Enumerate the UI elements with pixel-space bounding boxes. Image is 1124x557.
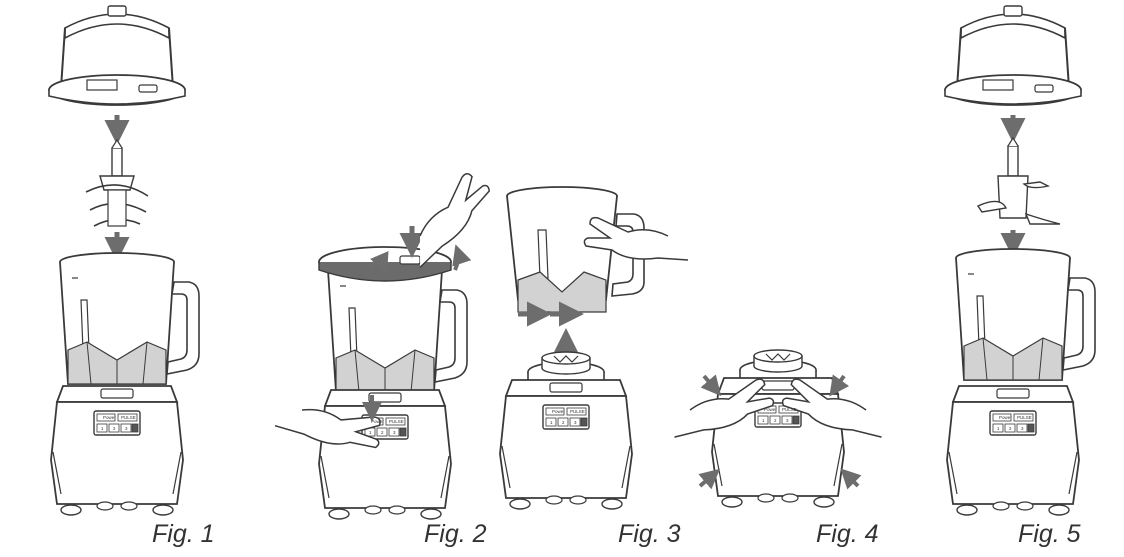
btn1-fig5: 1 [997,426,1000,431]
stacked-blade-assembly [85,138,149,227]
figure-label-1: Fig. 1 [152,520,215,548]
btn1-fig4: 1 [762,418,765,423]
btn3-fig2: 3 [393,430,396,435]
btn2-fig3: 2 [562,420,565,425]
btn1-fig2: 1 [369,430,372,435]
figure-4 [666,349,890,508]
btn3-fig4: 3 [786,418,789,423]
figure-label-4: Fig. 4 [816,520,879,548]
btn2-fig4: 2 [774,418,777,423]
figure-label-5: Fig. 5 [1018,520,1081,548]
btn3-fig3: 3 [574,420,577,425]
btn2-fig1: 2 [113,426,116,431]
btn2-fig5: 2 [1009,426,1012,431]
power-label-fig5: Power [999,415,1012,420]
power-label-fig2: Power [371,419,384,424]
pulse-label-fig2: PULSE [389,419,404,424]
chopping-blade-assembly [976,136,1061,225]
power-label-fig4: Power [764,407,777,412]
pulse-label-fig1: PULSE [121,415,136,420]
figure-2 [274,167,501,520]
panel-texts: Power PULSE Power PULSE Power PULSE Powe… [101,407,1032,435]
btn2-fig2: 2 [381,430,384,435]
btn1-fig1: 1 [101,426,104,431]
pulse-label-fig5: PULSE [1017,415,1032,420]
figure-1 [48,5,200,516]
btn3-fig5: 3 [1021,426,1024,431]
pulse-label-fig4: PULSE [782,407,797,412]
figure-label-2: Fig. 2 [424,520,487,548]
figure-3 [499,186,689,510]
figure-label-3: Fig. 3 [618,520,681,548]
btn1-fig3: 1 [550,420,553,425]
power-label-fig3: Power [552,409,565,414]
btn3-fig1: 3 [125,426,128,431]
power-label-fig1: Power [103,415,116,420]
figure-5 [944,5,1096,516]
pulse-label-fig3: PULSE [570,409,585,414]
